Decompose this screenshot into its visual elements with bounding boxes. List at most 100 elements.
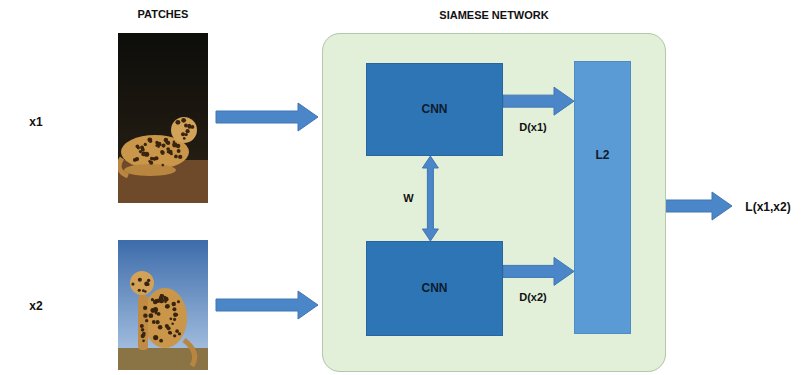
leopard-spot (144, 152, 149, 157)
leopard-spot (159, 296, 164, 301)
leopard-spot (140, 146, 144, 150)
leopard-spot (175, 329, 179, 333)
leopard-spot (181, 132, 185, 136)
leopard-spot (187, 125, 191, 129)
leopard-spot (159, 339, 163, 343)
leopard-spot (172, 307, 176, 311)
leopard-spot (158, 325, 163, 330)
leopard-spot (142, 289, 145, 292)
box-label: L2 (595, 148, 609, 162)
edge-label: D(x1) (519, 121, 547, 134)
leopard-spot (136, 144, 140, 148)
text-label: x1 (29, 115, 42, 129)
leopard-spot (157, 299, 159, 301)
leopard-spot (141, 328, 145, 332)
input-arrow (216, 291, 318, 319)
leopard-tail (119, 158, 128, 176)
leopard-spot (148, 313, 153, 318)
leopard-spot (153, 307, 158, 312)
leopard-spot (147, 279, 150, 282)
leopard-spot (144, 143, 147, 146)
leopard-spot (178, 332, 181, 335)
panel-fill (322, 33, 666, 372)
leopard-spot (172, 142, 177, 147)
leopard-spot (166, 326, 170, 330)
leopard-tail (184, 340, 195, 366)
leopard-spot (138, 289, 141, 292)
leopard-spot (181, 118, 186, 123)
leopard-body (143, 288, 187, 348)
leopard-spot (149, 161, 153, 165)
text-label: x2 (29, 299, 42, 313)
leopard-spot (184, 123, 188, 127)
leopard-spot (143, 306, 147, 310)
leopard-spot (177, 149, 181, 153)
leopard-spot (177, 300, 180, 303)
l2-box: L2 (574, 61, 631, 334)
leopard-spot (141, 334, 145, 338)
leopard-spot (155, 144, 158, 147)
cnn-box: CNN (366, 63, 503, 156)
connector-arrow (422, 156, 438, 241)
leopard-spot (171, 322, 174, 325)
leopard-spot (161, 144, 165, 148)
leopard-spot (178, 155, 182, 159)
leopard-spot (165, 304, 170, 309)
leopard-spot (174, 155, 178, 159)
leopard-spot (145, 319, 148, 322)
leopard-spot (168, 331, 172, 335)
text-label: L(x1,x2) (745, 200, 790, 214)
leopard-legs (138, 295, 148, 350)
leopard-photo (118, 33, 208, 203)
edge-label: D(x2) (519, 291, 547, 304)
connector-arrow (503, 257, 574, 285)
photo-ground (118, 160, 208, 203)
leopard-spot (157, 142, 159, 144)
leopard-head (130, 271, 154, 295)
leopard-spot (157, 312, 161, 316)
cnn-box: CNN (366, 241, 503, 336)
leopard-spot (142, 333, 146, 337)
leopard-spots (133, 118, 194, 166)
box-label: CNN (422, 102, 448, 116)
leopard-spot (173, 318, 176, 321)
leopard-spot (188, 124, 191, 127)
leopard-spot (156, 320, 160, 324)
leopard-spots (131, 278, 181, 343)
leopard-spot (153, 335, 158, 340)
network-panel: SIAMESE NETWORKCNNCNNL2 (322, 33, 666, 372)
leopard-spot (131, 282, 134, 285)
text-label: PATCHES (138, 8, 189, 21)
photo-background (118, 240, 208, 370)
leopard-spot (155, 141, 158, 144)
leopard-spot (138, 278, 142, 282)
box-label: CNN (422, 281, 448, 295)
leopard-spot (147, 137, 152, 142)
input-arrow (216, 103, 318, 131)
leopard-spot (153, 157, 157, 161)
leopard-spot (140, 324, 144, 328)
leopard-spot (160, 151, 164, 155)
leopard-head (171, 117, 197, 143)
leopard-spot (175, 120, 180, 125)
leopard-spot (151, 298, 154, 301)
photo-background (118, 33, 208, 203)
leopard-spot (143, 313, 147, 317)
leopard-spot (146, 283, 150, 287)
leopard-spot (168, 150, 173, 155)
leopard-spot (173, 313, 177, 317)
panel-heading: SIAMESE NETWORK (323, 9, 665, 22)
edge-label: W (403, 192, 413, 205)
leopard-spot (185, 129, 189, 133)
leopard-spot (141, 148, 144, 151)
leopard-spot (162, 164, 165, 167)
leopard-spot (183, 137, 186, 140)
leopard-spot (144, 281, 149, 286)
leopard-spot (149, 139, 153, 143)
leopard-photo (118, 240, 208, 370)
leopard-spot (152, 320, 156, 324)
leopard-spot (173, 334, 176, 337)
leopard-spot (170, 317, 173, 320)
connector-arrow (503, 87, 574, 115)
leopard-spot (142, 340, 145, 343)
